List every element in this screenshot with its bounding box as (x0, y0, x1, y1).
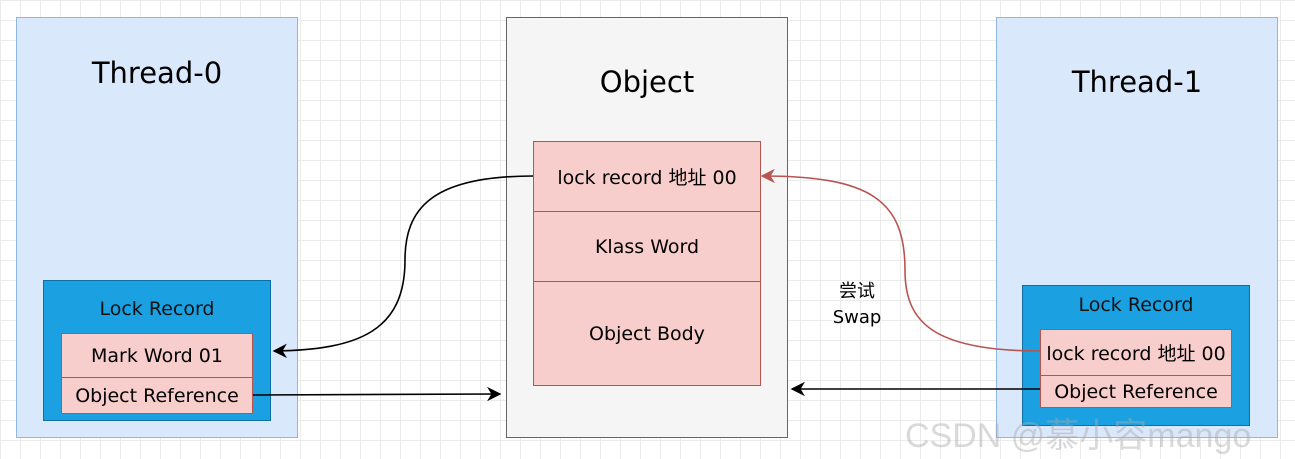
thread-1-object-reference: Object Reference (1040, 375, 1232, 408)
swap-label-line-1: 尝试 (839, 281, 875, 302)
thread-0-title: Thread-0 (91, 56, 223, 90)
thread-0-lock-record-title: Lock Record (99, 298, 215, 320)
object-klass-word-field: Klass Word (533, 211, 761, 282)
arrow-thread1-swap-to-object-mark (760, 168, 1041, 352)
object-mark-word-field: lock record 地址 00 (533, 141, 761, 212)
swap-label: 尝试 Swap (812, 279, 902, 331)
arrow-object-mark-to-thread0-lock-record (272, 175, 534, 359)
thread-1-lock-record-title: Lock Record (1078, 294, 1194, 316)
thread-0-mark-word: Mark Word 01 (61, 333, 253, 378)
arrow-thread0-reference-to-object (252, 386, 502, 402)
thread-1-title: Thread-1 (1071, 65, 1203, 99)
thread-1-mark-word: lock record 地址 00 (1040, 329, 1232, 376)
object-body-field: Object Body (533, 281, 761, 386)
object-title: Object (599, 65, 695, 99)
watermark: CSDN @慕小容mango (905, 417, 1252, 455)
thread-0-object-reference: Object Reference (61, 377, 253, 414)
swap-label-line-2: Swap (832, 307, 882, 328)
